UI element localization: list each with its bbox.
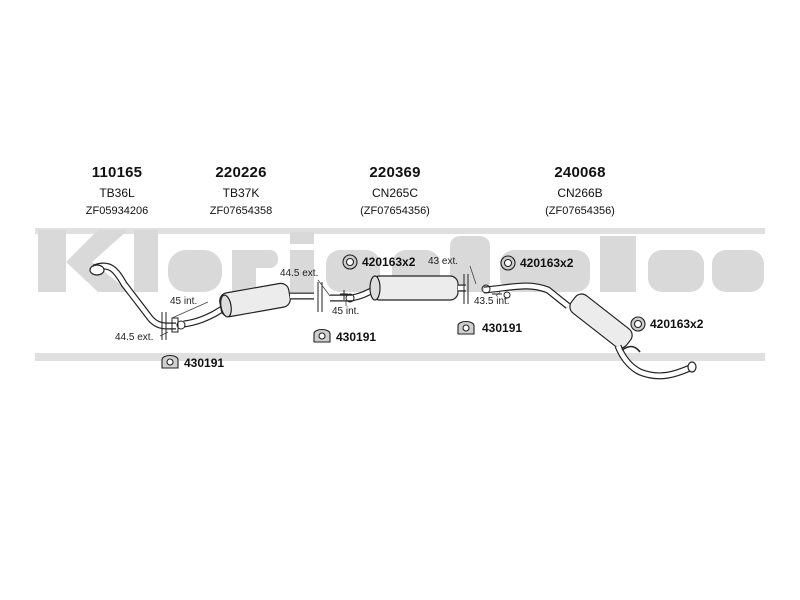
accessory-label: 430191: [336, 330, 377, 344]
dimension-label: 44.5 ext.: [280, 268, 319, 279]
accessory-label: 430191: [184, 356, 225, 370]
part-number: 220226: [215, 164, 267, 181]
accessory-label: 420163x2: [362, 255, 416, 269]
part-reference: ZF07654358: [209, 205, 273, 217]
part-reference: (ZF07654356): [545, 205, 615, 217]
accessory-label: 420163x2: [520, 256, 574, 270]
pipework: [89, 262, 697, 380]
dimension-label: 45 int.: [170, 296, 198, 307]
part-number: 240068: [554, 164, 606, 181]
dimension-label: 45 int.: [332, 306, 360, 317]
part-reference: (ZF07654356): [360, 205, 430, 217]
rubber-ring-icon: [500, 255, 516, 271]
part-reference: ZF05934206: [85, 205, 149, 217]
rubber-hanger-icon: [161, 354, 179, 369]
part-code: TB37K: [222, 186, 260, 200]
part-number: 220369: [369, 164, 421, 181]
dimension-leaders: [159, 265, 501, 337]
dimension-label: 43.5 int.: [474, 296, 510, 307]
accessory-icons: [161, 254, 646, 369]
joint-marks: [161, 274, 511, 340]
dimension-label: 44.5 ext.: [115, 332, 154, 343]
rubber-hanger-icon: [457, 320, 475, 335]
rubber-ring-icon: [342, 254, 358, 270]
klarius-watermark-logo: [35, 228, 765, 361]
accessory-label: 430191: [482, 321, 523, 335]
part-number: 110165: [91, 164, 143, 181]
part-code: CN265C: [371, 186, 419, 200]
accessory-label: 420163x2: [650, 317, 704, 331]
rubber-ring-icon: [630, 316, 646, 332]
dimension-label: 43 ext.: [428, 256, 459, 267]
muffler-220369: [371, 275, 459, 301]
rubber-hanger-icon: [313, 328, 331, 343]
part-code: CN266B: [557, 186, 603, 200]
part-code: TB36L: [99, 186, 135, 200]
muffler-240068: [569, 293, 633, 349]
